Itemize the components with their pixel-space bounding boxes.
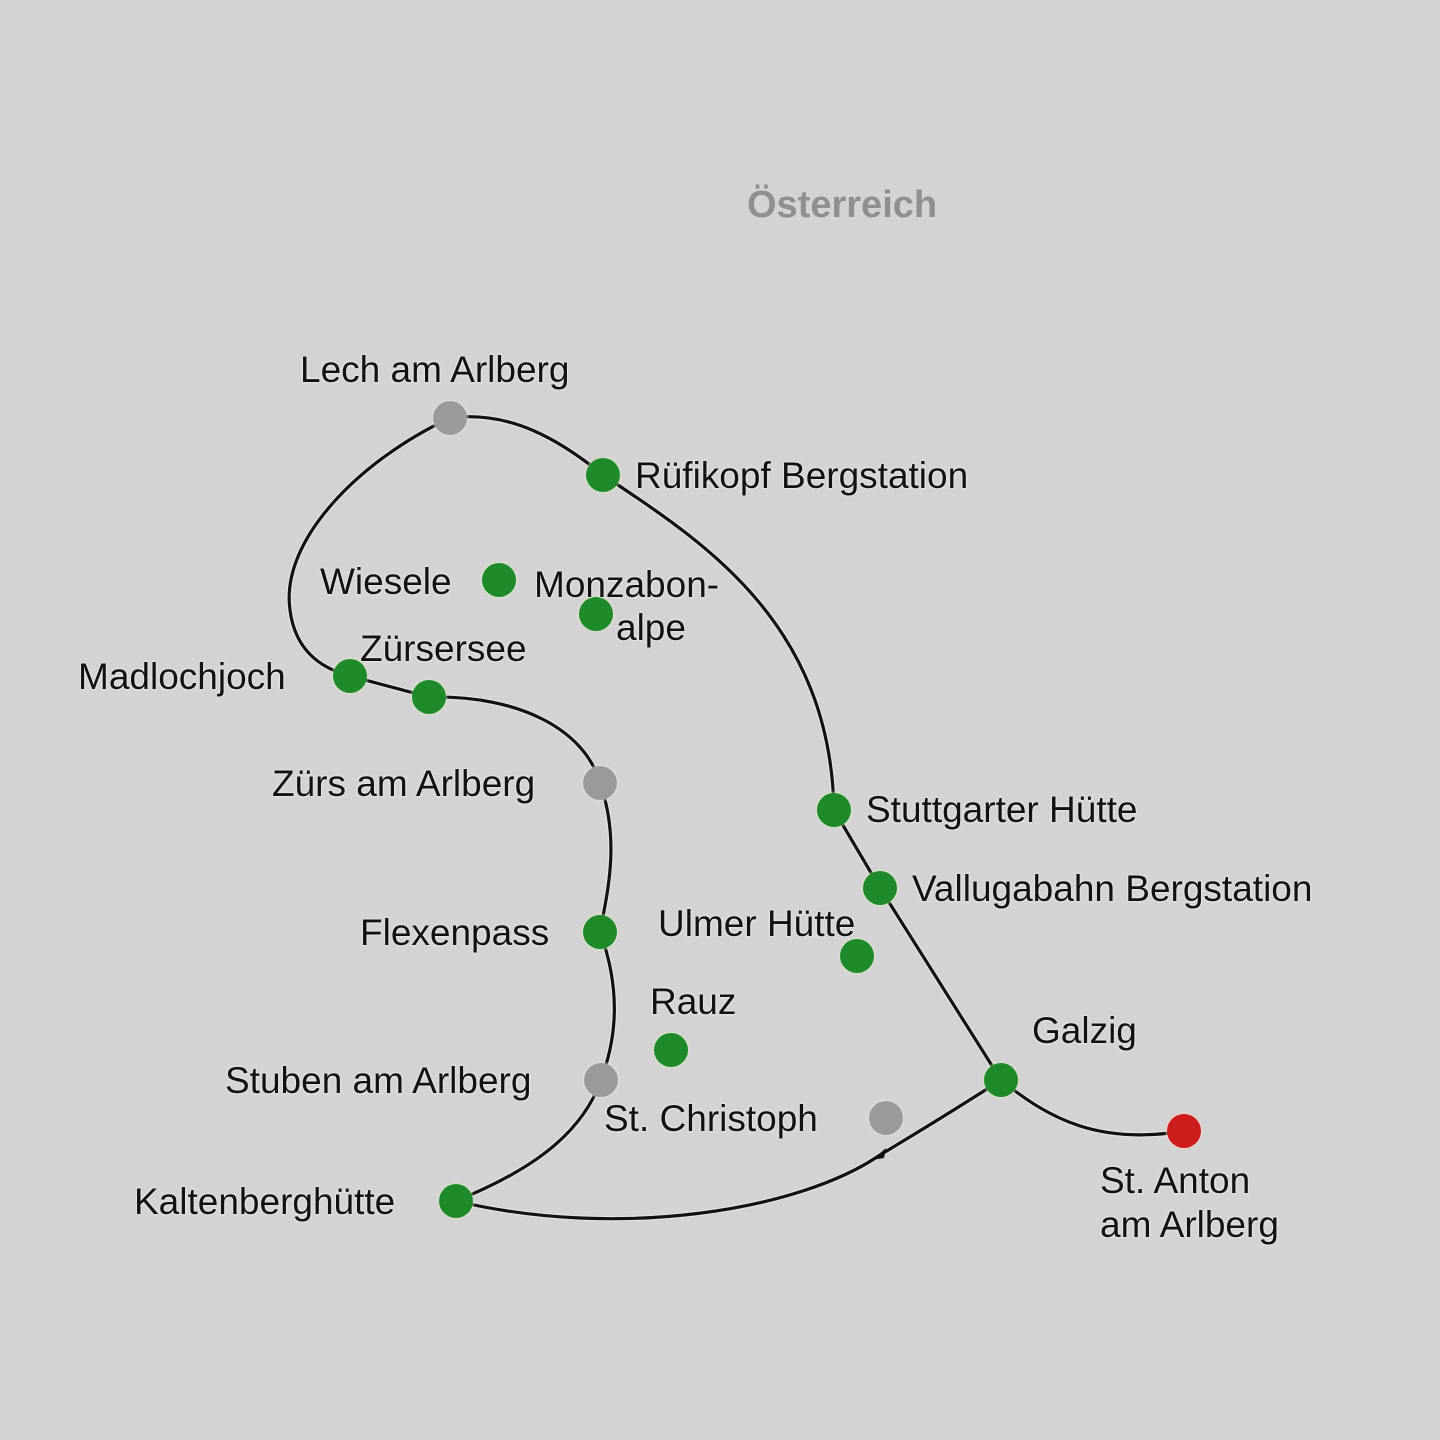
country-label: Österreich xyxy=(747,184,938,226)
marker-lech[interactable] xyxy=(433,401,467,435)
label-zuersersee: Zürsersee xyxy=(360,628,527,669)
direction-arrow-icon xyxy=(872,1148,886,1160)
label-kaltenberg: Kaltenberghütte xyxy=(134,1181,396,1222)
label-stuben: Stuben am Arlberg xyxy=(225,1060,532,1101)
label-galzig: Galzig xyxy=(1032,1010,1137,1051)
marker-christoph[interactable] xyxy=(869,1101,903,1135)
route-galzig-stanton xyxy=(999,1078,1186,1137)
marker-zuersersee[interactable] xyxy=(412,680,446,714)
route-kaltenberg-galzig xyxy=(454,1078,1003,1221)
route-lines xyxy=(286,414,1186,1222)
route-zuers-kaltenberg xyxy=(454,781,616,1203)
route-lech-zuers xyxy=(287,416,602,785)
label-vallugabahn: Vallugabahn Bergstation xyxy=(912,868,1313,909)
label-monzabonalpe-line2: alpe xyxy=(616,607,686,648)
marker-vallugabahn[interactable] xyxy=(863,871,897,905)
route-lech-galzig xyxy=(448,415,1003,1082)
label-wiesele: Wiesele xyxy=(320,561,452,602)
label-ulmer: Ulmer Hütte xyxy=(658,903,856,944)
label-flexenpass: Flexenpass xyxy=(360,912,550,953)
label-stanton-line2: am Arlberg xyxy=(1100,1204,1279,1245)
label-rauz: Rauz xyxy=(650,981,737,1022)
marker-monzabonalpe[interactable] xyxy=(579,597,613,631)
marker-kaltenberg[interactable] xyxy=(439,1184,473,1218)
marker-ulmer[interactable] xyxy=(840,939,874,973)
marker-ruefikopf[interactable] xyxy=(586,458,620,492)
label-zuers: Zürs am Arlberg xyxy=(272,763,536,804)
label-stanton-line1: St. Anton xyxy=(1100,1160,1251,1201)
label-monzabonalpe-line1: Monzabon- xyxy=(534,564,720,605)
marker-rauz[interactable] xyxy=(654,1033,688,1067)
marker-flexenpass[interactable] xyxy=(583,915,617,949)
marker-zuers[interactable] xyxy=(583,766,617,800)
marker-galzig[interactable] xyxy=(984,1063,1018,1097)
marker-stuttgarter[interactable] xyxy=(817,793,851,827)
label-lech: Lech am Arlberg xyxy=(300,349,570,390)
label-christoph: St. Christoph xyxy=(604,1098,818,1139)
marker-stanton[interactable] xyxy=(1167,1114,1201,1148)
marker-stuben[interactable] xyxy=(584,1063,618,1097)
label-stuttgarter: Stuttgarter Hütte xyxy=(866,789,1138,830)
marker-wiesele[interactable] xyxy=(482,563,516,597)
label-madlochjoch: Madlochjoch xyxy=(78,656,286,697)
marker-madlochjoch[interactable] xyxy=(333,659,367,693)
label-ruefikopf: Rüfikopf Bergstation xyxy=(635,455,969,496)
